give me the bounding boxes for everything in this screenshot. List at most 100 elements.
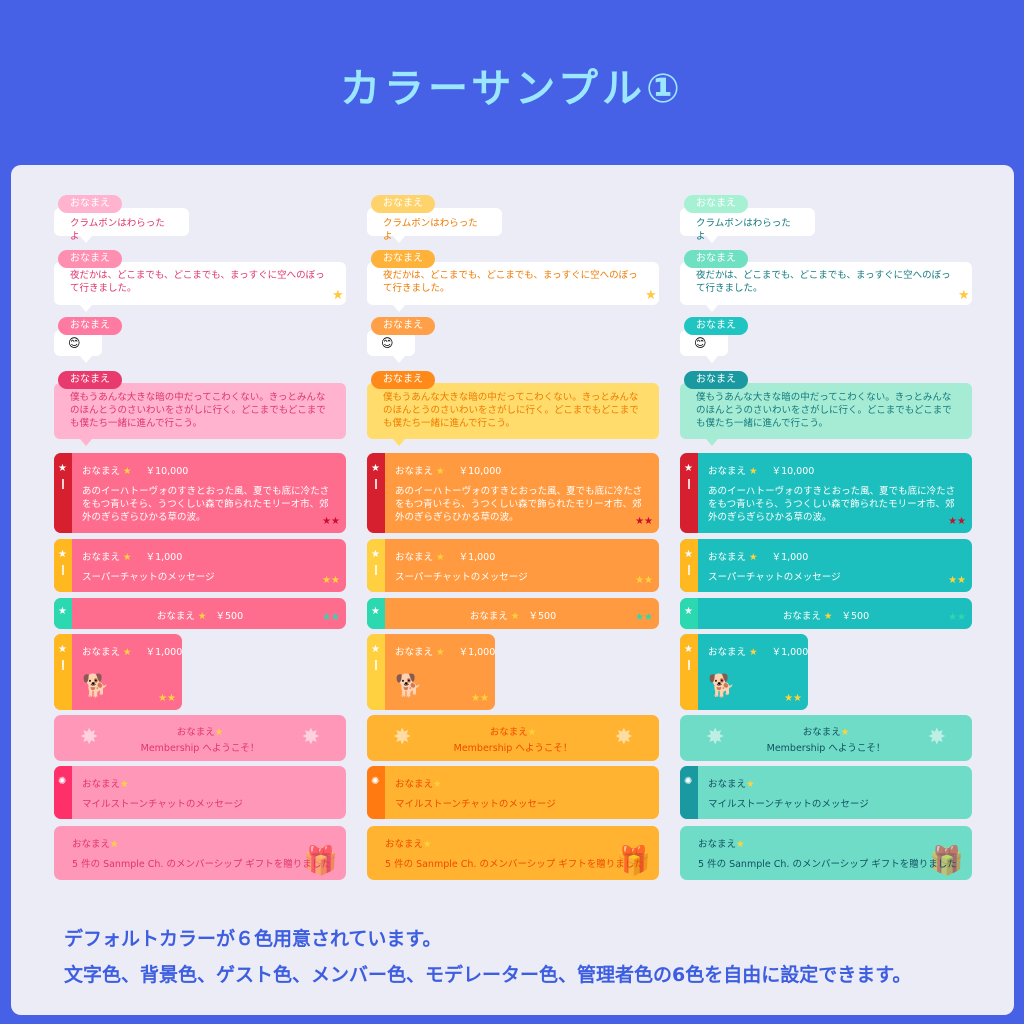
smile-emoji-icon: 😊 [68, 336, 81, 350]
star-icon: ★★ [158, 693, 176, 704]
color-sample-column: おなまえ クラムボンはわらったよ おなまえ 夜だかは、どこまでも、どこまでも、ま… [54, 195, 346, 885]
membership-card: ✸ ✸ おなまえ★ Membership へようこそ！ [367, 715, 659, 761]
sparkle-icon: ✸ [80, 725, 99, 750]
membership-gift-card: 🎁 おなまえ★ 5 件の Sanmple Ch. のメンバーシップ ギフトを贈り… [54, 826, 346, 880]
star-icon: ★★ [635, 516, 653, 527]
star-icon: ★ [197, 611, 207, 622]
author-name-pill: おなまえ [684, 317, 748, 335]
star-icon: ★ [214, 727, 224, 738]
star-icon: ★ [749, 647, 758, 658]
sparkle-icon: ✸ [301, 725, 320, 750]
star-icon: ★★ [635, 575, 653, 586]
star-icon: ★ [645, 288, 657, 303]
color-sample-column: おなまえ クラムボンはわらったよ おなまえ 夜だかは、どこまでも、どこまでも、ま… [367, 195, 659, 885]
chat-message-bubble: 夜だかは、どこまでも、どこまでも、まっすぐに空へのぼって行きました。 [54, 262, 346, 305]
star-icon: ★ [436, 647, 445, 658]
footer-line-1: デフォルトカラーが６色用意されています。 [64, 928, 442, 950]
membership-gift-card: 🎁 おなまえ★ 5 件の Sanmple Ch. のメンバーシップ ギフトを贈り… [680, 826, 972, 880]
membership-card: ✸ ✸ おなまえ★ Membership へようこそ！ [680, 715, 972, 761]
gift-icon: 🎁 [929, 844, 964, 877]
sun-icon: ✺ [58, 776, 67, 787]
super-sticker-card: ★ おなまえ ★￥1,000 🐕 ★★ [367, 634, 495, 710]
color-sample-column: おなまえ クラムボンはわらったよ おなまえ 夜だかは、どこまでも、どこまでも、ま… [680, 195, 972, 885]
star-icon: ★ [123, 552, 132, 563]
milestone-chat-card: ✺ おなまえ★ マイルストーンチャットのメッセージ [367, 766, 659, 819]
author-name-pill: おなまえ [684, 195, 748, 213]
star-icon: ★ [749, 552, 758, 563]
author-name-pill: おなまえ [371, 250, 435, 268]
chat-message-bubble: 夜だかは、どこまでも、どこまでも、まっすぐに空へのぼって行きました。 [367, 262, 659, 305]
chat-message-bubble: 😊 [367, 330, 415, 356]
sparkle-icon: ✸ [706, 725, 725, 750]
star-icon: ★ [684, 463, 693, 474]
super-chat-card: ★ おなまえ ★￥10,000 あのイーハトーヴォのすきとおった風、夏でも底に冷… [54, 453, 346, 533]
super-sticker-card: ★ おなまえ ★￥1,000 🐕 ★★ [54, 634, 182, 710]
star-icon: ★ [746, 779, 755, 790]
star-icon: ★ [436, 466, 445, 477]
star-icon: ★★ [322, 516, 340, 527]
sun-icon: ✺ [371, 776, 380, 787]
membership-card: ✸ ✸ おなまえ★ Membership へようこそ！ [54, 715, 346, 761]
sun-icon: ✺ [684, 776, 693, 787]
star-icon: ★ [123, 466, 132, 477]
star-icon: ★ [684, 644, 693, 655]
footer-line-2: 文字色、背景色、ゲスト色、メンバー色、モデレーター色、管理者色の6色を自由に設定… [64, 964, 912, 986]
sparkle-icon: ✸ [614, 725, 633, 750]
star-icon: ★ [749, 466, 758, 477]
author-name-pill: おなまえ [684, 250, 748, 268]
author-name-pill: おなまえ [371, 371, 435, 389]
star-icon: ★★ [322, 612, 340, 623]
star-icon: ★ [371, 644, 380, 655]
author-name-pill: おなまえ [371, 317, 435, 335]
smile-emoji-icon: 😊 [381, 336, 394, 350]
star-icon: ★★ [948, 612, 966, 623]
star-icon: ★★ [948, 575, 966, 586]
super-chat-small-card: ★ おなまえ ★ ￥500 ★★ [367, 598, 659, 629]
chat-message-bubble: 僕もうあんな大きな暗の中だってこわくない。きっとみんなのほんとうのさいわいをさが… [54, 383, 346, 439]
chat-message-bubble: 僕もうあんな大きな暗の中だってこわくない。きっとみんなのほんとうのさいわいをさが… [680, 383, 972, 439]
star-icon: ★ [58, 644, 67, 655]
sparkle-icon: ✸ [393, 725, 412, 750]
milestone-chat-card: ✺ おなまえ★ マイルストーンチャットのメッセージ [680, 766, 972, 819]
star-icon: ★ [371, 463, 380, 474]
star-icon: ★ [823, 611, 833, 622]
super-chat-card: ★ おなまえ ★￥10,000 あのイーハトーヴォのすきとおった風、夏でも底に冷… [680, 453, 972, 533]
star-icon: ★ [510, 611, 520, 622]
star-icon: ★ [958, 288, 970, 303]
gift-icon: 🎁 [616, 844, 651, 877]
super-chat-card: ★ おなまえ ★￥1,000 スーパーチャットのメッセージ ★★ [54, 539, 346, 592]
author-name-pill: おなまえ [371, 195, 435, 213]
star-icon: ★★ [322, 575, 340, 586]
author-name-pill: おなまえ [58, 371, 122, 389]
star-icon: ★★ [635, 612, 653, 623]
star-icon: ★ [436, 552, 445, 563]
star-icon: ★ [58, 463, 67, 474]
star-icon: ★ [58, 549, 67, 560]
star-icon: ★ [433, 779, 442, 790]
star-icon: ★ [58, 606, 67, 617]
star-icon: ★ [371, 606, 380, 617]
shiba-sticker-icon: 🐕 [708, 674, 736, 699]
author-name-pill: おなまえ [58, 195, 122, 213]
chat-message-bubble: 僕もうあんな大きな暗の中だってこわくない。きっとみんなのほんとうのさいわいをさが… [367, 383, 659, 439]
super-chat-small-card: ★ おなまえ ★ ￥500 ★★ [680, 598, 972, 629]
super-chat-card: ★ おなまえ ★￥1,000 スーパーチャットのメッセージ ★★ [367, 539, 659, 592]
smile-emoji-icon: 😊 [694, 336, 707, 350]
star-icon: ★★ [471, 693, 489, 704]
star-icon: ★★ [948, 516, 966, 527]
star-icon: ★ [110, 839, 119, 850]
star-icon: ★ [527, 727, 537, 738]
membership-gift-card: 🎁 おなまえ★ 5 件の Sanmple Ch. のメンバーシップ ギフトを贈り… [367, 826, 659, 880]
star-icon: ★ [684, 549, 693, 560]
star-icon: ★ [371, 549, 380, 560]
super-chat-card: ★ おなまえ ★￥1,000 スーパーチャットのメッセージ ★★ [680, 539, 972, 592]
star-icon: ★ [684, 606, 693, 617]
star-icon: ★ [840, 727, 850, 738]
shiba-sticker-icon: 🐕 [395, 674, 423, 699]
sparkle-icon: ✸ [927, 725, 946, 750]
author-name-pill: おなまえ [684, 371, 748, 389]
star-icon: ★ [123, 647, 132, 658]
star-icon: ★ [120, 779, 129, 790]
milestone-chat-card: ✺ おなまえ★ マイルストーンチャットのメッセージ [54, 766, 346, 819]
star-icon: ★★ [784, 693, 802, 704]
